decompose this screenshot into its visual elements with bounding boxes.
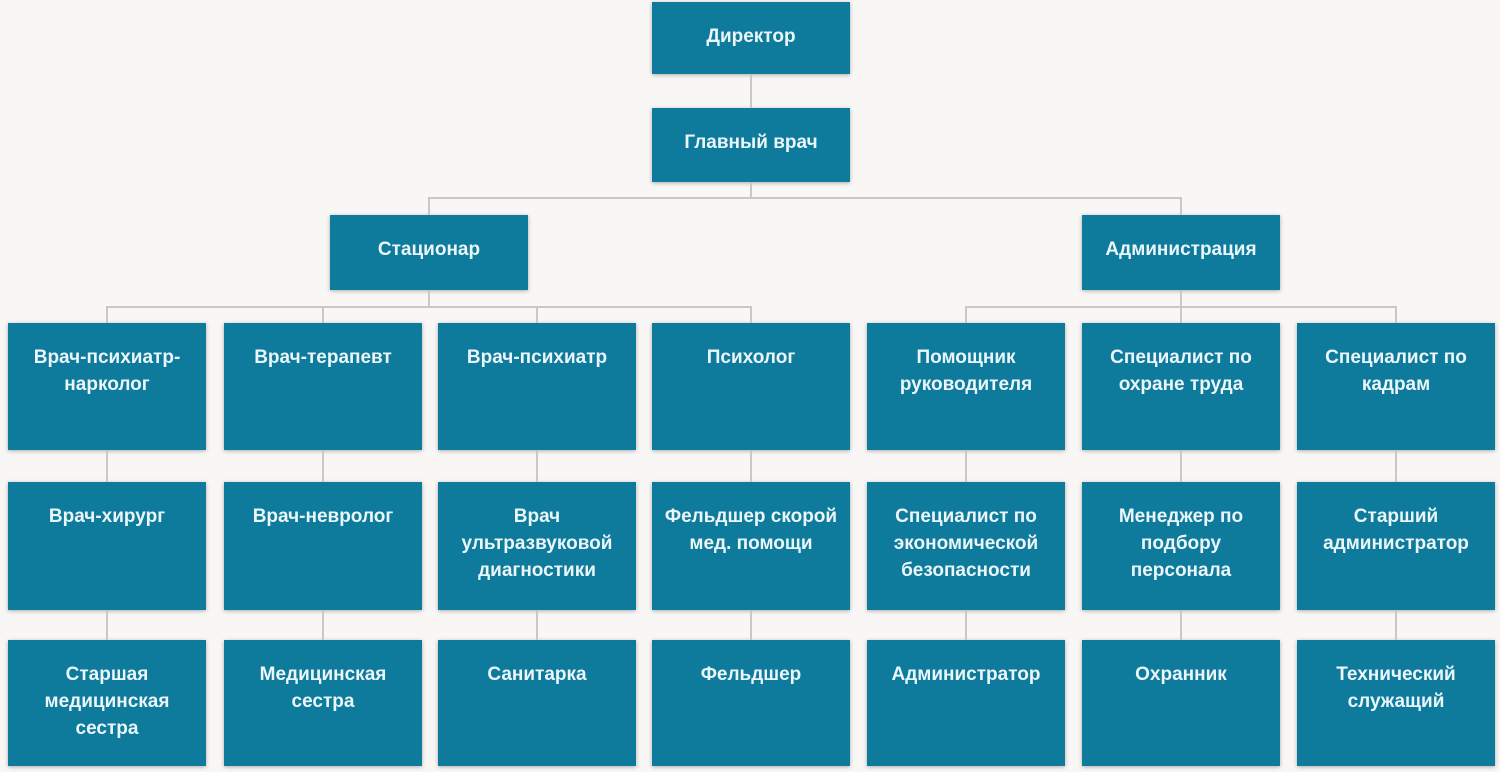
connector-stationary-bus-stub xyxy=(428,290,430,307)
org-node-hr-specialist: Специалист по кадрам xyxy=(1297,323,1495,450)
org-node-head-nurse: Старшая медицинская сестра xyxy=(8,640,206,766)
org-node-stationary: Стационар xyxy=(330,215,528,290)
org-node-chief-physician: Главный врач xyxy=(652,108,850,182)
org-node-recruiting-manager: Менеджер по подбору персонала xyxy=(1082,482,1280,610)
org-node-assistant-to-head: Помощник руководителя xyxy=(867,323,1065,450)
connector-chief-bus-stub xyxy=(750,182,752,198)
org-node-orderly: Санитарка xyxy=(438,640,636,766)
connector-administration-bus-stub xyxy=(1180,290,1182,307)
connector-col2-row5-row6 xyxy=(322,610,324,640)
org-node-surgeon: Врач-хирург xyxy=(8,482,206,610)
connector-col6-row5-row6 xyxy=(1180,610,1182,640)
org-node-ambulance-paramedic: Фельдшер скорой мед. помощи xyxy=(652,482,850,610)
connector-col2-row4-row5 xyxy=(322,450,324,482)
org-node-director: Директор xyxy=(652,2,850,74)
connector-col1-row5-row6 xyxy=(106,610,108,640)
org-node-paramedic: Фельдшер xyxy=(652,640,850,766)
connector-director-chief xyxy=(750,74,752,108)
connector-stationary-bus xyxy=(106,306,752,308)
org-node-ultrasound-doctor: Врач ультразвуковой диагностики xyxy=(438,482,636,610)
org-node-security-guard: Охранник xyxy=(1082,640,1280,766)
connector-col7-row4-row5 xyxy=(1395,450,1397,482)
connector-col6-row4-row5 xyxy=(1180,450,1182,482)
org-node-psychiatrist: Врач-психиатр xyxy=(438,323,636,450)
connector-bus-labor-safety xyxy=(1180,307,1182,323)
connector-col5-row4-row5 xyxy=(965,450,967,482)
org-node-therapist: Врач-терапевт xyxy=(224,323,422,450)
connector-level2-bus xyxy=(428,197,1182,199)
org-node-psychiatrist-narcologist: Врач-психиатр- нарколог xyxy=(8,323,206,450)
org-node-administration: Администрация xyxy=(1082,215,1280,290)
connector-col5-row5-row6 xyxy=(965,610,967,640)
connector-col4-row5-row6 xyxy=(750,610,752,640)
org-node-nurse: Медицинская сестра xyxy=(224,640,422,766)
org-node-neurologist: Врач-невролог xyxy=(224,482,422,610)
org-node-administrator: Администратор xyxy=(867,640,1065,766)
org-node-technical-worker: Технический служащий xyxy=(1297,640,1495,766)
org-node-economic-security: Специалист по экономической безопасности xyxy=(867,482,1065,610)
connector-bus-psychiatrist-narcologist xyxy=(106,307,108,323)
connector-bus-psychologist xyxy=(750,307,752,323)
connector-col1-row4-row5 xyxy=(106,450,108,482)
connector-col3-row5-row6 xyxy=(536,610,538,640)
connector-bus-hr-specialist xyxy=(1395,307,1397,323)
connector-bus-stationary xyxy=(428,198,430,215)
connector-bus-assistant xyxy=(965,307,967,323)
connector-col3-row4-row5 xyxy=(536,450,538,482)
connector-bus-therapist xyxy=(322,307,324,323)
connector-bus-administration xyxy=(1180,198,1182,215)
org-node-senior-administrator: Старший администратор xyxy=(1297,482,1495,610)
connector-bus-psychiatrist xyxy=(536,307,538,323)
org-node-labor-safety-specialist: Специалист по охране труда xyxy=(1082,323,1280,450)
org-node-psychologist: Психолог xyxy=(652,323,850,450)
connector-col7-row5-row6 xyxy=(1395,610,1397,640)
connector-col4-row4-row5 xyxy=(750,450,752,482)
